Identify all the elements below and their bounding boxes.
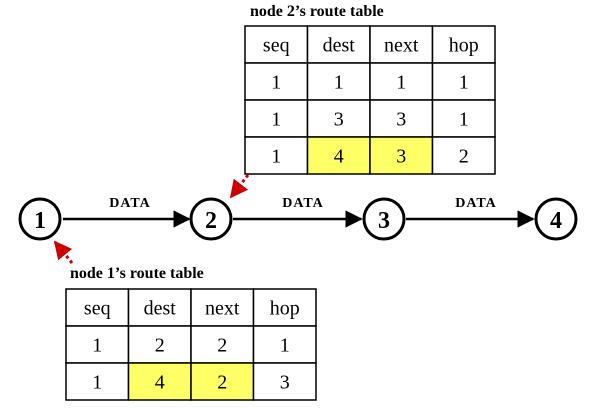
node2-data-cell: 4 — [334, 146, 344, 168]
node1-cell — [65, 362, 130, 401]
node1-cell — [252, 288, 317, 327]
node2-data-cell: 3 — [396, 109, 406, 131]
node1-data-cell: 3 — [280, 372, 290, 394]
node2-data-cell: 3 — [334, 109, 344, 131]
node-1-label: 1 — [34, 208, 46, 234]
node2-cell — [244, 25, 309, 64]
node1-header-cell: seq — [84, 298, 111, 320]
node2-route-table-title: node 2’s route table — [250, 3, 384, 20]
node2-header-cell: dest — [323, 35, 356, 57]
node1-cell — [65, 325, 130, 364]
node2-cell — [244, 136, 309, 175]
node1-table-pointer — [53, 240, 74, 264]
edge-2-3: DATA — [233, 196, 363, 228]
node1-route-table: seq dest next hop 1 2 2 1 1 4 2 3 — [65, 288, 317, 401]
node2-data-cell: 3 — [396, 146, 406, 168]
node1-data-cell: 4 — [155, 372, 165, 394]
node1-header-cell: dest — [144, 298, 177, 320]
node1-cell — [190, 288, 255, 327]
node1-data-cell: 2 — [217, 335, 227, 357]
node1-data-cell: 1 — [92, 335, 102, 357]
edge-2-3-label: DATA — [282, 196, 324, 211]
node2-cell — [306, 62, 371, 101]
node1-data-cell: 1 — [280, 335, 290, 357]
node2-data-cell: 2 — [459, 146, 469, 168]
node2-data-cell: 1 — [396, 72, 406, 94]
node2-cell — [431, 25, 496, 64]
node1-header-cell: hop — [270, 298, 300, 320]
node-4-label: 4 — [550, 208, 562, 234]
node2-cell-highlighted — [306, 136, 371, 175]
node1-cell — [190, 325, 255, 364]
node2-data-cell: 1 — [271, 109, 281, 131]
node2-cell — [431, 99, 496, 138]
node-3: 3 — [362, 197, 406, 241]
node2-cell — [431, 136, 496, 175]
node2-cell — [306, 99, 371, 138]
node1-cell — [252, 362, 317, 401]
node2-data-cell: 1 — [334, 72, 344, 94]
node1-cell — [65, 288, 130, 327]
node1-data-cell: 2 — [155, 335, 165, 357]
node2-data-cell: 1 — [459, 72, 469, 94]
node1-cell-highlighted — [190, 362, 255, 401]
node-1: 1 — [18, 197, 62, 241]
node2-header-cell: next — [384, 35, 419, 57]
node-2-label: 2 — [205, 208, 217, 234]
edge-1-2-label: DATA — [109, 196, 151, 211]
edge-3-4-label: DATA — [455, 196, 497, 211]
node2-route-table: seq dest next hop 1 1 1 1 1 3 3 1 1 4 3 2 — [244, 25, 496, 175]
node1-data-cell: 1 — [92, 372, 102, 394]
node-2: 2 — [189, 197, 233, 241]
node1-cell — [127, 325, 192, 364]
node2-cell — [306, 25, 371, 64]
node2-header-cell: hop — [449, 35, 479, 57]
node1-header-cell: next — [205, 298, 240, 320]
node2-data-cell: 1 — [271, 72, 281, 94]
edge-3-4: DATA — [406, 196, 535, 228]
node2-cell — [431, 62, 496, 101]
edge-1-2: DATA — [63, 196, 191, 228]
node1-cell — [252, 325, 317, 364]
node2-data-cell: 1 — [271, 146, 281, 168]
node2-data-cell: 1 — [459, 109, 469, 131]
node-4: 4 — [534, 197, 578, 241]
node2-header-cell: seq — [263, 35, 290, 57]
node-3-label: 3 — [378, 208, 390, 234]
node2-table-pointer — [229, 174, 250, 199]
node1-route-table-title: node 1’s route table — [70, 265, 204, 282]
node1-data-cell: 2 — [217, 372, 227, 394]
